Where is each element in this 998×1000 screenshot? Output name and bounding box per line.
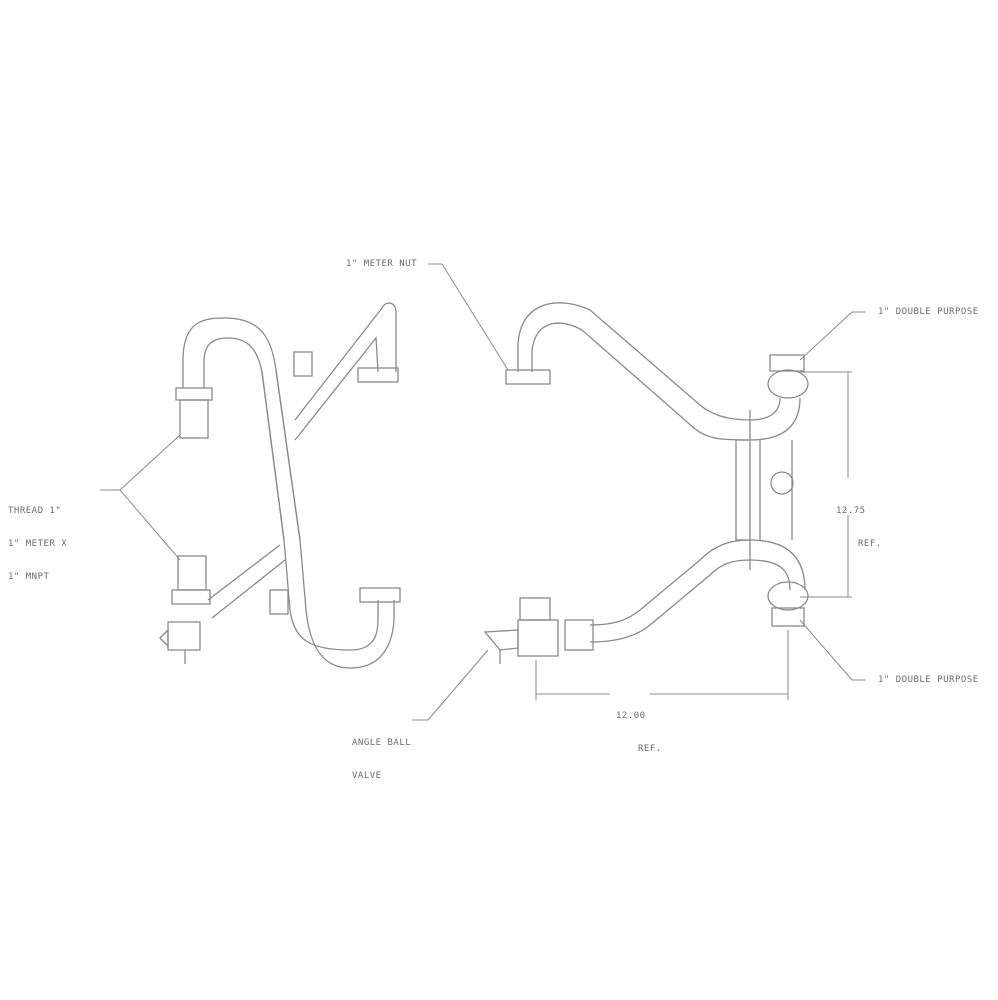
vertical-dimension-value: 12.75 [836, 506, 866, 516]
angle-ball-valve-callout: ANGLE BALL VALVE [352, 716, 411, 793]
right-side-view [483, 302, 809, 664]
thread-callout-line1: THREAD 1" [8, 506, 62, 516]
thread-callout-line2: 1" METER X [8, 539, 68, 549]
horizontal-dimension-value: 12.00 [616, 711, 646, 721]
left-side-view [159, 302, 401, 669]
thread-callout-line3: 1" MNPT [8, 572, 50, 582]
angle-ball-valve-line1: ANGLE BALL [352, 738, 412, 748]
dimension-lines [535, 371, 852, 700]
thread-callout: THREAD 1" 1" METER X 1" MNPT [8, 484, 67, 594]
horizontal-dimension: 12.00 REF. [616, 689, 662, 766]
horizontal-dimension-note: REF. [638, 744, 662, 754]
angle-ball-valve-line2: VALVE [352, 771, 382, 781]
leader-lines [100, 263, 866, 721]
double-purpose-top-callout: 1" DOUBLE PURPOSE [878, 307, 979, 317]
vertical-dimension-note: REF. [858, 539, 882, 549]
double-purpose-bottom-callout: 1" DOUBLE PURPOSE [878, 675, 979, 685]
meter-nut-callout: 1" METER NUT [346, 259, 418, 269]
vertical-dimension: 12.75 REF. [836, 484, 882, 561]
